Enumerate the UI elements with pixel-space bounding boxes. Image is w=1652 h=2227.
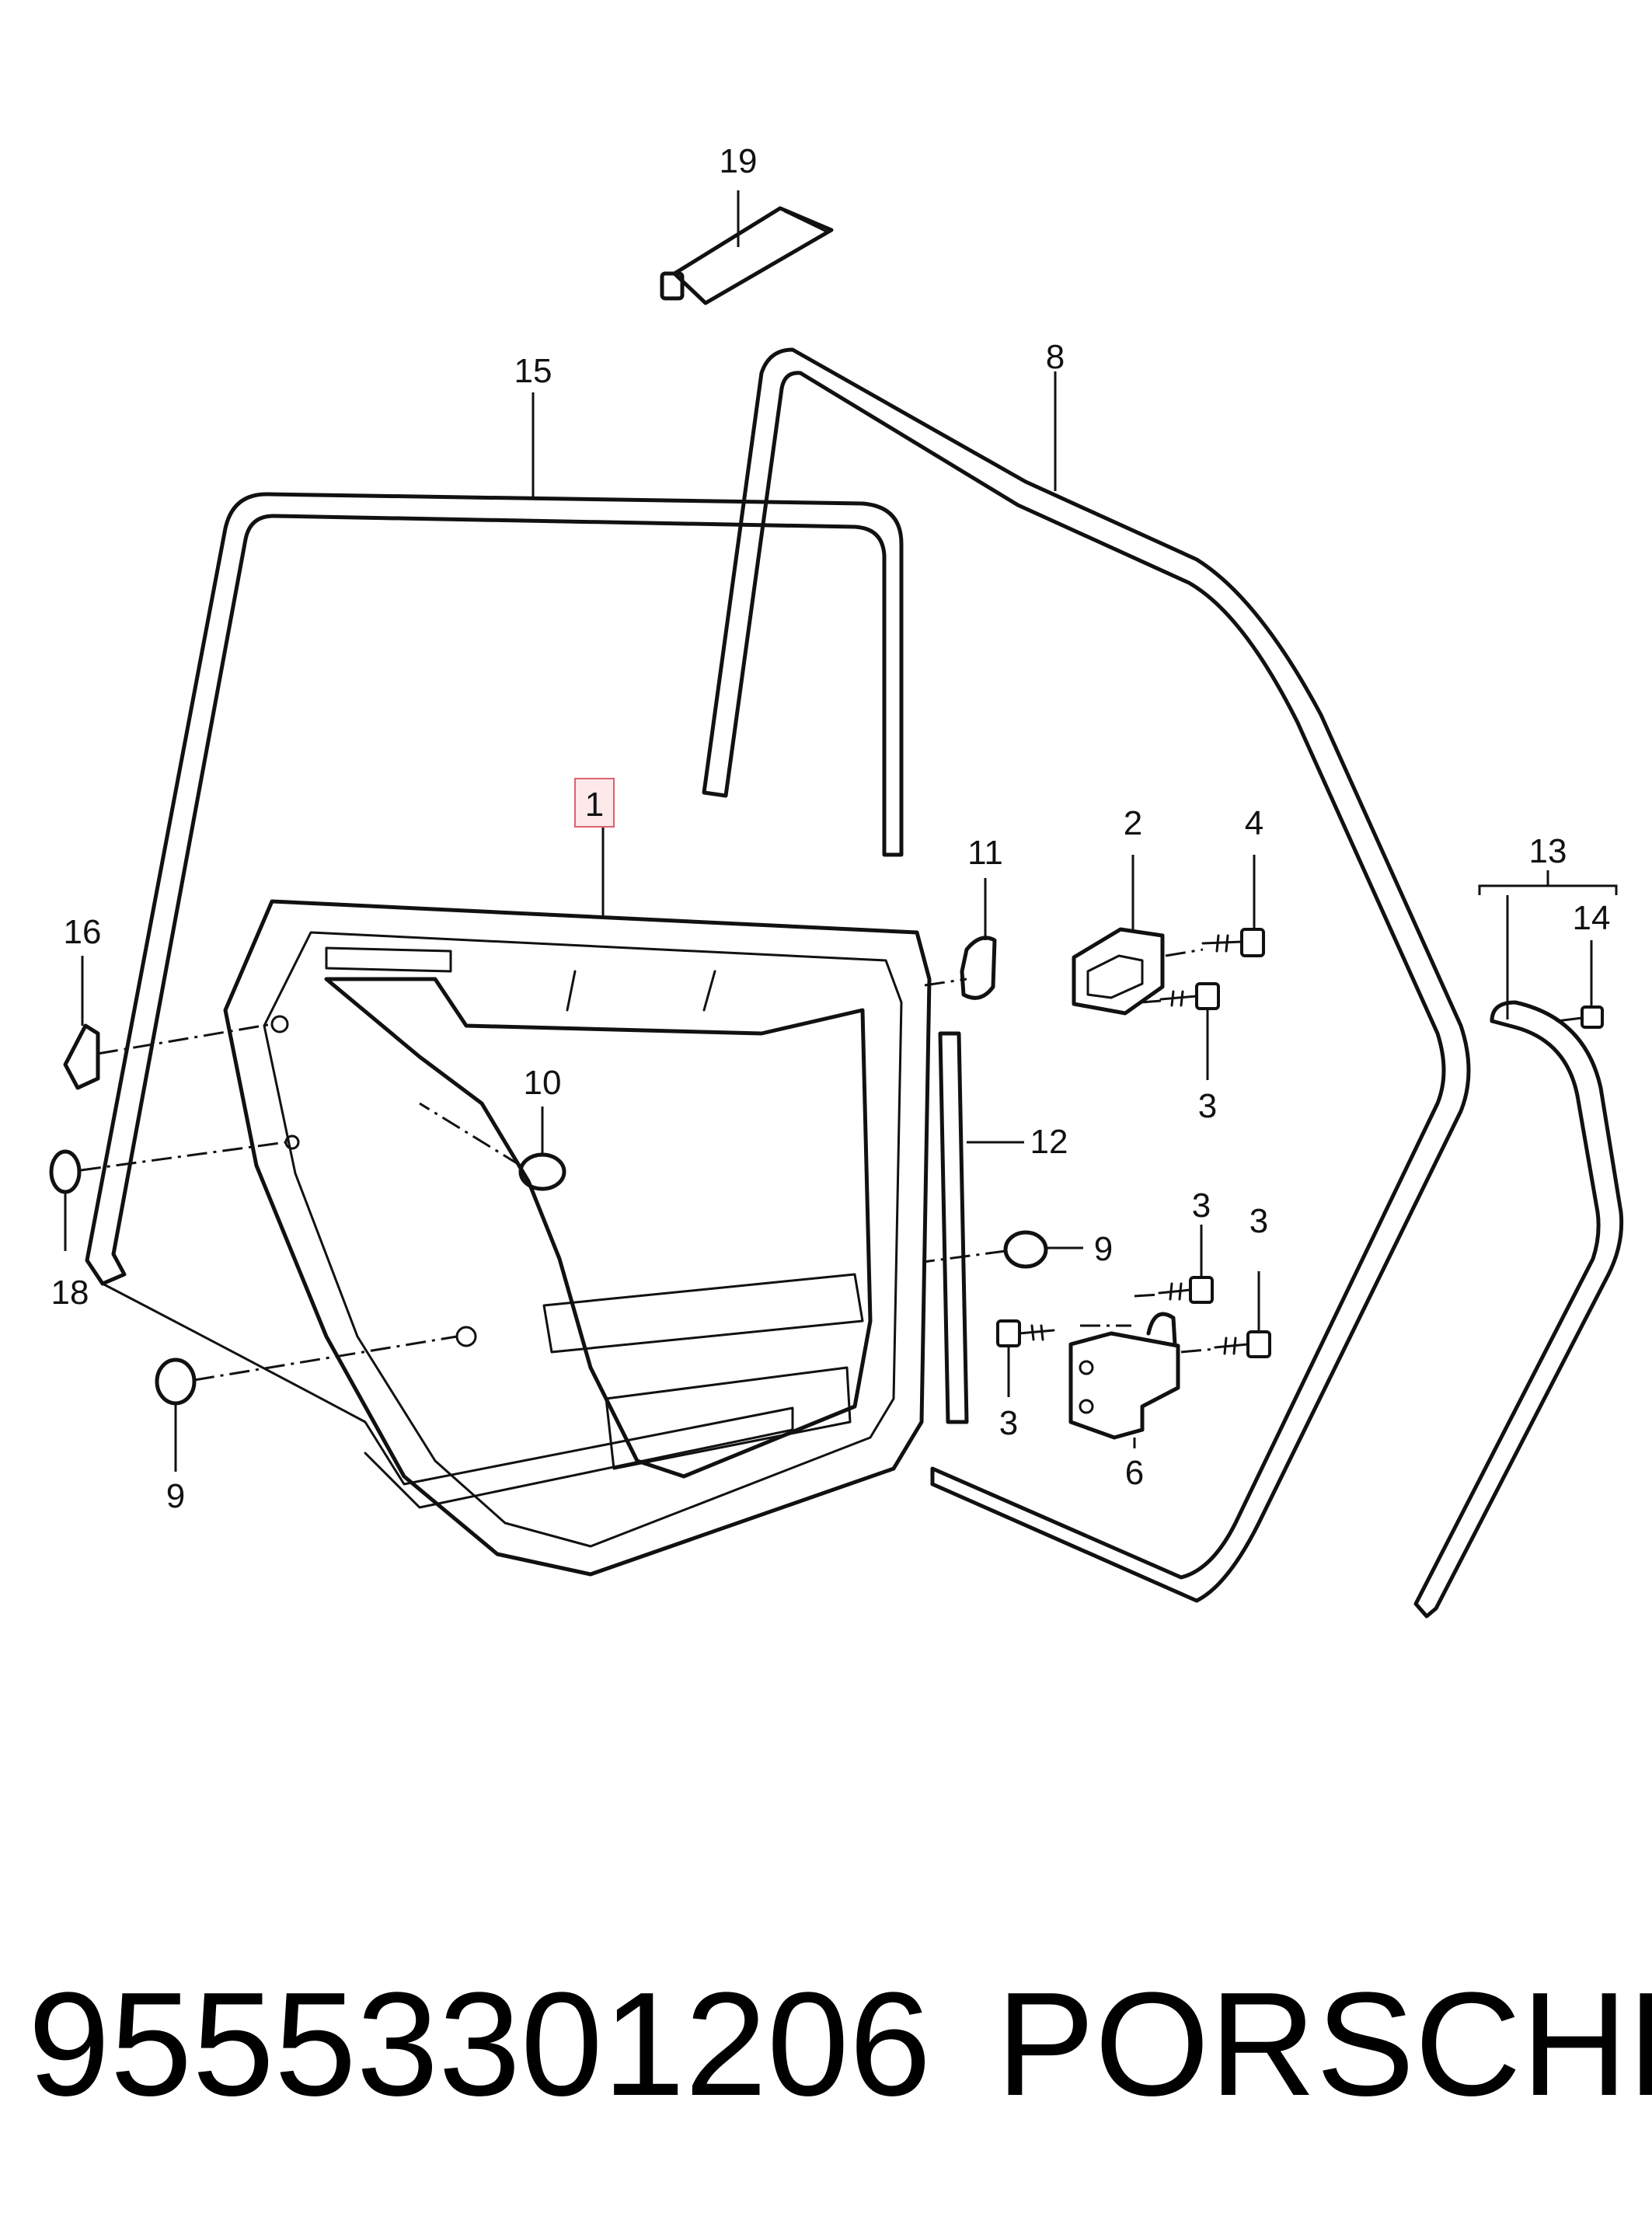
part-8-door-aperture-seal: [702, 347, 1471, 1603]
part-14-screw: [1556, 940, 1604, 1029]
callout-14: 14: [1573, 899, 1611, 937]
part-15-frame-seal: [85, 392, 904, 1509]
part-11-trim-clip: [924, 878, 997, 1000]
part-9-plug-left: [155, 1335, 458, 1472]
callout-10: 10: [524, 1064, 562, 1102]
callout-3-lower-a: 3: [1192, 1187, 1211, 1225]
part-18-plug: [49, 1141, 287, 1251]
part-19-sealant-tube: [660, 190, 834, 305]
callout-11: 11: [967, 834, 1003, 872]
callout-6: 6: [1125, 1454, 1144, 1492]
callout-2: 2: [1124, 804, 1142, 842]
callout-9-left: 9: [166, 1477, 185, 1515]
callout-16: 16: [64, 913, 102, 951]
callout-13: 13: [1529, 832, 1567, 870]
part-3-bolt-upper: [1140, 982, 1220, 1080]
callout-4: 4: [1245, 804, 1263, 842]
part-number: 95553301206: [28, 1962, 931, 2127]
part-3-bolt-lower-a: [1134, 1225, 1214, 1304]
callout-1: 1: [585, 786, 604, 824]
part-6-lower-hinge: [1068, 1312, 1180, 1448]
callout-9-right: 9: [1094, 1230, 1113, 1268]
part-12-seal-strip: [938, 1031, 1024, 1424]
callout-3-lower-c: 3: [1249, 1202, 1268, 1240]
part-3-bolt-lower-c: [1180, 1271, 1271, 1358]
brand-name: PORSCHE: [996, 1962, 1652, 2127]
callout-3-upper: 3: [1198, 1087, 1217, 1125]
part-9-plug-right: [922, 1230, 1083, 1269]
callout-12: 12: [1030, 1123, 1068, 1161]
part-4-bolt: [1165, 855, 1265, 957]
callout-18: 18: [51, 1274, 89, 1312]
part-1-door-shell: [223, 824, 932, 1577]
part-16-wedge: [63, 956, 273, 1090]
callout-3-lower-b: 3: [999, 1404, 1018, 1442]
callout-19: 19: [720, 142, 758, 180]
callout-15: 15: [514, 352, 552, 390]
callout-8: 8: [1046, 338, 1065, 376]
part-2-upper-hinge: [1072, 855, 1165, 1016]
part-13-lower-seal: [1413, 870, 1624, 1619]
part-10-plug: [419, 1102, 566, 1191]
part-3-bolt-lower-b: [996, 1319, 1055, 1397]
callout-1-highlight: [574, 778, 615, 828]
